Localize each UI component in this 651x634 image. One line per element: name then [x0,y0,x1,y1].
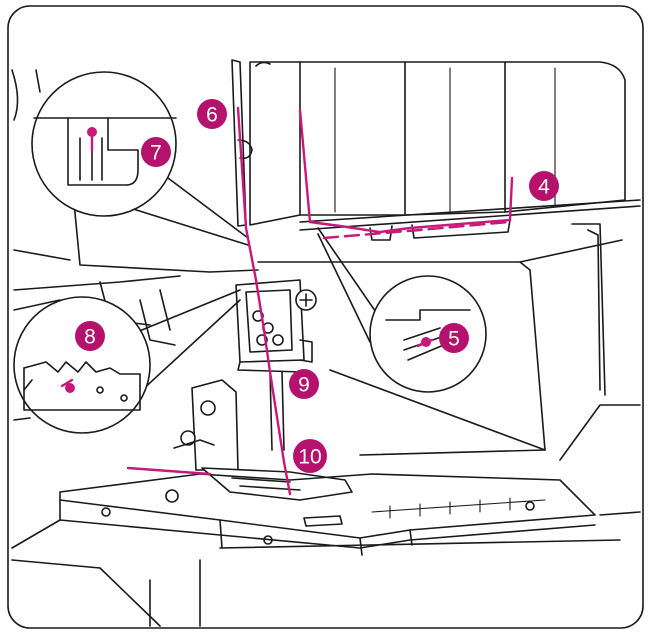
badge-number: 10 [298,446,321,469]
badge-number: 9 [298,374,310,397]
badge-7: 7 [141,137,171,167]
badge-circle [75,321,105,351]
badge-circle [439,323,469,353]
badge-circle [289,369,319,399]
badge-number: 7 [150,142,162,165]
badge-8: 8 [75,321,105,351]
thread-guide-post [231,59,253,227]
badge-circle [141,137,171,167]
badge-10: 10 [293,439,327,473]
badge-circle [197,99,227,129]
badge-9: 9 [289,369,319,399]
badge-number: 6 [206,104,218,127]
detail-circle-5 [317,227,487,393]
badge-number: 4 [538,176,550,199]
presser-foot [173,371,353,501]
machine-right-body [257,223,641,461]
badge-4: 4 [529,171,559,201]
badge-circle [293,439,327,473]
diagram-frame [7,5,644,629]
badge-number: 5 [448,328,460,351]
callout-badges: 4 5 6 7 8 9 10 [75,99,559,473]
badge-6: 6 [197,99,227,129]
detail-circle-7 [31,71,249,246]
badge-circle [529,171,559,201]
badge-number: 8 [84,326,96,349]
thread-path [60,106,514,496]
badge-5: 5 [439,323,469,353]
needle-clamp-assembly [235,279,317,373]
needle-plate [11,473,641,627]
detail-circle-8 [13,289,241,434]
